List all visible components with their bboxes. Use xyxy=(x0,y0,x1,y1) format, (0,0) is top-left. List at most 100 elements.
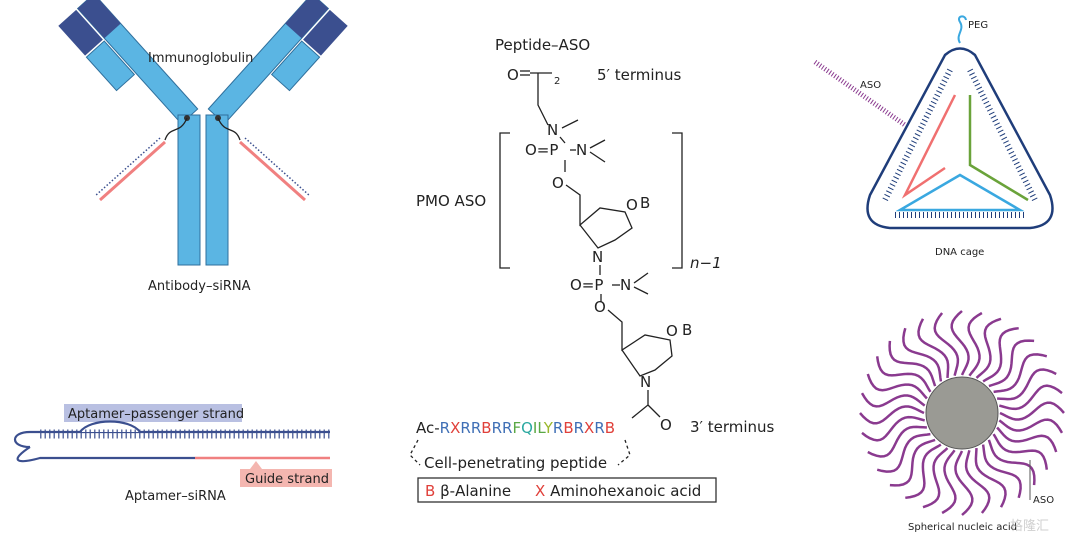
aso-strand xyxy=(867,425,927,458)
antibody-siRNA-diagram: Immunoglobulin Antibody–siRNA xyxy=(58,0,348,294)
aso-strand xyxy=(982,326,1019,383)
peg-label: PEG xyxy=(968,20,988,31)
cpp-label: Cell-penetrating peptide xyxy=(424,454,607,472)
sna-aso-label: ASO xyxy=(1033,495,1054,506)
atom-n: N xyxy=(547,121,558,139)
aso-strand xyxy=(987,439,1036,486)
aso-strand xyxy=(993,353,1048,394)
amide-nh2: 2 xyxy=(554,76,560,87)
aso-strand xyxy=(954,450,974,516)
aso-strand xyxy=(975,317,1002,379)
atom-b: B xyxy=(682,321,692,339)
aso-strand xyxy=(860,392,926,408)
aso-strand xyxy=(941,449,957,515)
passenger-strand-label: Aptamer–passenger strand xyxy=(68,407,244,422)
legend-x: X Aminohexanoic acid xyxy=(535,482,701,500)
residue: B xyxy=(605,419,615,437)
dna-cage-diagram: PEG ASO DNA cage xyxy=(813,15,1054,258)
residue: R xyxy=(471,419,481,437)
aso-strand xyxy=(861,415,926,442)
aso-strand xyxy=(933,312,960,377)
residue: I xyxy=(533,419,537,437)
spherical-nucleic-acid-diagram: ASO Spherical nucleic acid 格隆汇 xyxy=(859,310,1065,534)
aso-strand xyxy=(988,339,1035,388)
heavy-chain-left xyxy=(177,114,201,266)
sirna-left xyxy=(94,137,166,202)
peptide-aso-title: Peptide–ASO xyxy=(495,36,590,54)
aso-strand xyxy=(922,447,949,509)
blue-strand xyxy=(895,173,1025,212)
three-prime-label: 3′ terminus xyxy=(690,418,775,436)
linker xyxy=(217,117,241,141)
right-bracket xyxy=(672,132,683,269)
aso-strand xyxy=(813,59,907,128)
right-arm xyxy=(207,0,348,125)
aso-strand xyxy=(889,438,936,487)
cage-outline xyxy=(866,47,1054,230)
legend-symbol: B xyxy=(425,482,435,500)
left-arm xyxy=(58,0,199,125)
residue: R xyxy=(502,419,512,437)
aso-strand xyxy=(950,310,970,376)
peptide-aso-structure: Peptide–ASO O 2 5′ terminus N O=P N O O … xyxy=(409,36,775,503)
nanoparticle-core xyxy=(925,376,999,450)
legend-symbol: X xyxy=(535,482,545,500)
sna-strands xyxy=(859,310,1065,516)
aso-strand xyxy=(866,373,928,400)
aso-strand xyxy=(905,443,942,500)
atom-o: O xyxy=(660,416,672,434)
aso-strand xyxy=(964,449,991,514)
subscript-2: 2 xyxy=(554,76,560,87)
aso-strand xyxy=(992,433,1049,470)
immunoglobulin-label: Immunoglobulin xyxy=(148,51,253,66)
aso-strand xyxy=(859,405,925,425)
dna-cage-label: DNA cage xyxy=(935,247,984,258)
residue: R xyxy=(574,419,584,437)
atom-n: N xyxy=(620,276,631,294)
legend-text: β-Alanine xyxy=(440,482,511,500)
watermark: 格隆汇 xyxy=(1010,518,1049,534)
aso-strand xyxy=(967,311,983,377)
aso-label: ASO xyxy=(860,80,881,91)
green-strand xyxy=(968,95,1029,202)
sequence-prefix: Ac- xyxy=(416,419,440,437)
residue: Y xyxy=(543,419,554,437)
peg-icon xyxy=(957,15,967,44)
atom-n: N xyxy=(592,248,603,266)
aso-strand xyxy=(888,340,937,387)
aso-strand xyxy=(875,356,932,393)
legend-b: B β-Alanine xyxy=(425,482,511,500)
residue: B xyxy=(481,419,491,437)
sirna-right xyxy=(239,137,311,202)
aptamer-siRNA-diagram: Aptamer–passenger strand Guide strand Ap… xyxy=(13,404,332,504)
guide-strand-label: Guide strand xyxy=(245,472,329,487)
aso-strand xyxy=(996,426,1058,453)
residue: F xyxy=(512,419,521,437)
atom-op: O=P xyxy=(570,276,603,294)
aso-strand xyxy=(997,368,1057,401)
residue: Q xyxy=(521,419,533,437)
sna-label: Spherical nucleic acid xyxy=(908,522,1017,533)
residue: R xyxy=(492,419,502,437)
left-bracket xyxy=(499,132,510,269)
repeat-n-label: n−1 xyxy=(690,254,722,272)
atom-b: B xyxy=(640,194,650,212)
five-prime-label: 5′ terminus xyxy=(597,66,682,84)
aso-strand xyxy=(998,418,1064,434)
aso-strand xyxy=(902,327,943,382)
aso-strand xyxy=(999,401,1065,421)
atom-o: O xyxy=(666,322,678,340)
cpp-bracket xyxy=(409,439,631,466)
peptide-sequence: Ac-RXRRBRRFQILYRBRXRB xyxy=(416,419,615,437)
atom-o: O xyxy=(594,298,606,316)
residue: R xyxy=(553,419,563,437)
atom-n: N xyxy=(640,373,651,391)
aso-strand xyxy=(981,444,1022,499)
pmo-aso-label: PMO ASO xyxy=(416,192,486,210)
atom-n: N xyxy=(576,141,587,159)
residue: X xyxy=(450,419,460,437)
residue: R xyxy=(594,419,604,437)
antibody-sirna-label: Antibody–siRNA xyxy=(148,279,251,294)
